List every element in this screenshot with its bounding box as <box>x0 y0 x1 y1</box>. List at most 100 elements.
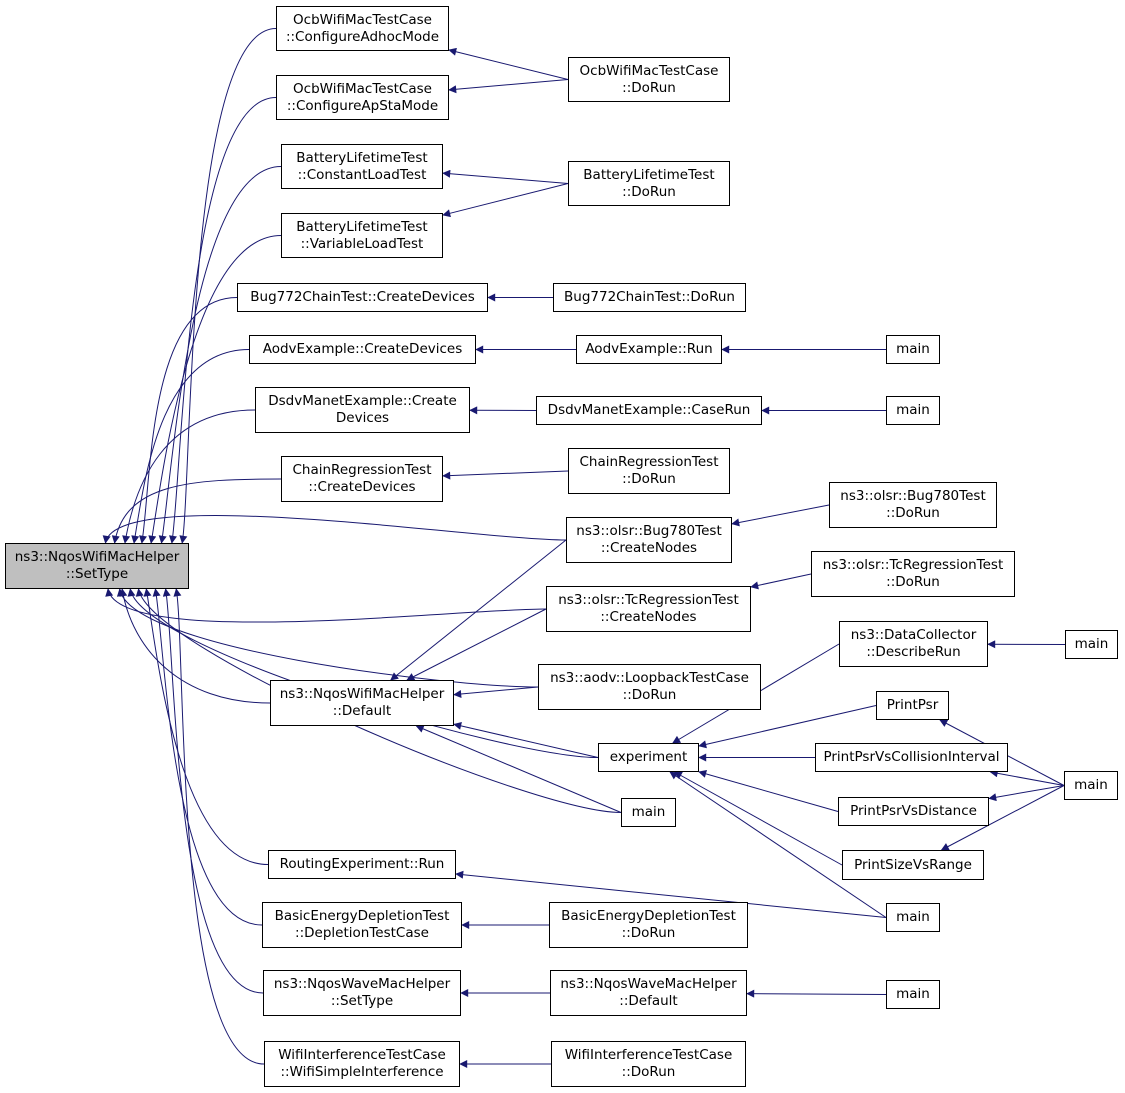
node-chainCreate[interactable]: ChainRegressionTest::CreateDevices <box>281 456 443 502</box>
node-label: ns3::olsr::TcRegressionTest <box>822 557 1004 573</box>
node-label: main <box>896 986 930 1002</box>
node-tcCreate[interactable]: ns3::olsr::TcRegressionTest::CreateNodes <box>546 586 751 632</box>
node-label: Devices <box>335 410 390 426</box>
node-label: Bug772ChainTest::CreateDevices <box>250 289 475 305</box>
node-label: RoutingExperiment::Run <box>279 856 445 872</box>
edge-bug780DoRun-to-bug780Create <box>731 504 830 527</box>
node-printSize[interactable]: PrintSizeVsRange <box>842 850 984 880</box>
node-energyDoRun[interactable]: BasicEnergyDepletionTest::DoRun <box>549 902 748 948</box>
node-label: ::DoRun <box>622 79 676 96</box>
edge-batDoRun-to-batConst <box>442 169 569 184</box>
node-label: ::CreateNodes <box>600 609 697 625</box>
node-batVar[interactable]: BatteryLifetimeTest::VariableLoadTest <box>281 213 443 258</box>
node-energyCase[interactable]: BasicEnergyDepletionTest::DepletionTestC… <box>262 902 462 948</box>
edge-printPsr-to-experiment <box>698 705 877 749</box>
node-loopback[interactable]: ns3::aodv::LoopbackTestCase::DoRun <box>538 664 761 710</box>
node-label: ::Default <box>332 703 392 719</box>
node-waveSetType[interactable]: ns3::NqosWaveMacHelper::SetType <box>263 970 461 1016</box>
edge-bug780Create-to-nqosDefault <box>390 539 567 681</box>
edge-bugCreate-to-root <box>139 297 238 544</box>
edge-experiment-to-nqosDefault <box>453 721 599 758</box>
node-batConst[interactable]: BatteryLifetimeTest::ConstantLoadTest <box>281 144 443 189</box>
node-ocbApSta[interactable]: OcbWifiMacTestCase::ConfigureApStaMode <box>276 75 449 120</box>
node-ocbAdhoc[interactable]: OcbWifiMacTestCase::ConfigureAdhocMode <box>276 6 449 51</box>
edge-chainCreate-to-root <box>111 478 282 544</box>
node-printDistance[interactable]: PrintPsrVsDistance <box>838 797 989 826</box>
node-ocbDoRun[interactable]: OcbWifiMacTestCase::DoRun <box>568 57 730 102</box>
node-label: ::ConfigureAdhocMode <box>285 28 440 45</box>
node-bugDoRun[interactable]: Bug772ChainTest::DoRun <box>553 283 746 312</box>
node-label: WifiInterferenceTestCase <box>564 1047 733 1063</box>
node-label: ns3::DataCollector <box>850 627 977 643</box>
node-dataColl[interactable]: ns3::DataCollector::DescribeRun <box>839 621 988 667</box>
node-printCollision[interactable]: PrintPsrVsCollisionInterval <box>815 743 1008 772</box>
node-main1[interactable]: main <box>886 335 940 364</box>
node-routingRun[interactable]: RoutingExperiment::Run <box>268 850 456 879</box>
edge-dsdvCreate-to-root <box>122 409 256 544</box>
node-label: DsdvManetExample::CaseRun <box>547 402 751 418</box>
edge-main6-to-routingRun <box>455 870 887 918</box>
edge-wifiInterf-to-root <box>173 588 265 1065</box>
edge-bug780Create-to-root <box>102 515 567 544</box>
node-label: ::DoRun <box>622 183 676 200</box>
node-label: ns3::olsr::Bug780Test <box>576 523 722 539</box>
node-label: ::SetType <box>330 993 394 1009</box>
node-tcDoRun[interactable]: ns3::olsr::TcRegressionTest::DoRun <box>811 551 1015 597</box>
node-label: main <box>896 909 930 925</box>
node-main6[interactable]: main <box>886 903 940 932</box>
node-label: PrintSizeVsRange <box>854 856 972 873</box>
node-dsdvCaseRun[interactable]: DsdvManetExample::CaseRun <box>536 396 762 425</box>
node-bugCreate[interactable]: Bug772ChainTest::CreateDevices <box>237 283 488 312</box>
node-label: AodvExample::CreateDevices <box>262 341 463 357</box>
node-batDoRun[interactable]: BatteryLifetimeTest::DoRun <box>568 161 730 206</box>
node-label: BasicEnergyDepletionTest <box>274 908 450 924</box>
node-label: ::ConfigureApStaMode <box>286 97 439 114</box>
node-bug780DoRun[interactable]: ns3::olsr::Bug780Test::DoRun <box>829 482 997 528</box>
node-label: PrintPsrVsDistance <box>850 803 977 819</box>
node-main5[interactable]: main <box>1064 771 1118 800</box>
edge-loopback-to-root <box>116 588 539 688</box>
node-wifiInterf[interactable]: WifiInterferenceTestCase::WifiSimpleInte… <box>264 1041 460 1087</box>
node-label: ::VariableLoadTest <box>300 235 424 252</box>
node-label: ns3::NqosWifiMacHelper <box>279 686 445 702</box>
node-chainDoRun[interactable]: ChainRegressionTest::DoRun <box>568 448 730 494</box>
node-label: ns3::aodv::LoopbackTestCase <box>550 670 749 686</box>
edge-batDoRun-to-batVar <box>442 183 569 218</box>
node-main2[interactable]: main <box>886 396 940 425</box>
edge-ocbApSta-to-root <box>169 97 277 544</box>
node-label: PrintPsr <box>886 697 939 713</box>
node-label: ::DoRun <box>622 687 677 703</box>
node-aodvCreate[interactable]: AodvExample::CreateDevices <box>249 335 476 364</box>
node-label: OcbWifiMacTestCase <box>293 80 432 97</box>
node-label: ::WifiSimpleInterference <box>280 1064 444 1080</box>
node-label: ::DoRun <box>621 925 676 941</box>
node-label: ::DescribeRun <box>866 644 961 660</box>
node-label: WifiInterferenceTestCase <box>278 1047 446 1063</box>
node-label: ns3::olsr::Bug780Test <box>840 488 986 504</box>
node-nqosDefault[interactable]: ns3::NqosWifiMacHelper::Default <box>270 680 454 726</box>
node-printPsr[interactable]: PrintPsr <box>876 691 949 720</box>
node-label: ::CreateNodes <box>600 540 698 556</box>
node-label: OcbWifiMacTestCase <box>579 62 719 79</box>
node-waveDefault[interactable]: ns3::NqosWaveMacHelper::Default <box>550 970 747 1016</box>
node-label: BasicEnergyDepletionTest <box>561 908 736 924</box>
node-label: ::SetType <box>65 566 129 582</box>
node-label: main <box>896 402 930 418</box>
edge-main5-to-printDistance <box>988 785 1065 802</box>
node-label: ::DoRun <box>886 574 940 590</box>
node-label: ::DoRun <box>621 1064 676 1080</box>
node-main7[interactable]: main <box>886 980 940 1009</box>
node-aodvRun[interactable]: AodvExample::Run <box>576 335 722 364</box>
node-wifiDoRun[interactable]: WifiInterferenceTestCase::DoRun <box>551 1041 746 1087</box>
node-label: ChainRegressionTest <box>579 454 719 470</box>
node-main3[interactable]: main <box>1065 630 1118 659</box>
edge-loopback-to-nqosDefault <box>453 686 539 698</box>
node-bug780Create[interactable]: ns3::olsr::Bug780Test::CreateNodes <box>566 517 732 563</box>
node-experiment[interactable]: experiment <box>598 743 699 772</box>
node-label: BatteryLifetimeTest <box>583 166 715 183</box>
node-main4[interactable]: main <box>621 798 676 827</box>
node-label: main <box>1074 777 1108 793</box>
node-label: BatteryLifetimeTest <box>296 218 428 235</box>
